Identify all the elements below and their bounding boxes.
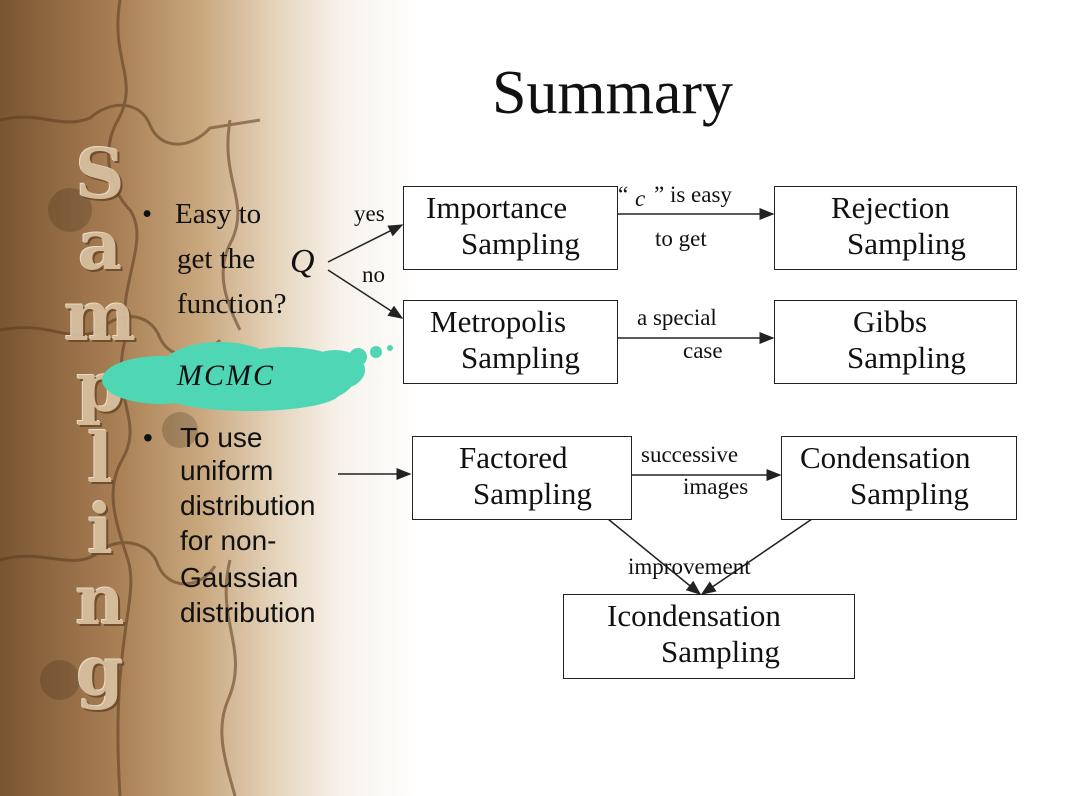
box-line1: Gibbs (853, 304, 928, 339)
box-line1: Factored (459, 440, 568, 475)
vword-letter: i (87, 490, 113, 570)
box-line1: Metropolis (430, 304, 567, 339)
edge-label-c-rest: ” is easy (654, 182, 732, 207)
vword-letter: g (76, 632, 124, 712)
box-line1: Rejection (831, 190, 950, 225)
bullet-dot: • (142, 198, 153, 230)
vword-letter: a (77, 206, 123, 286)
vword-letter: m (64, 277, 136, 357)
box-factored-sampling: Factored Sampling (412, 436, 632, 520)
box-metropolis-sampling: Metropolis Sampling (403, 300, 618, 384)
box-line2: Sampling (847, 340, 966, 375)
branch-label-yes: yes (354, 201, 385, 226)
bullet1-line1: Easy to (175, 198, 262, 230)
bullet1-line3: function? (177, 288, 287, 320)
edge-label-c-open: “ (618, 182, 629, 207)
box-icondensation-sampling: Icondensation Sampling (563, 594, 855, 679)
edge-label-c-symbol: c (635, 186, 646, 211)
q-symbol: Q (290, 243, 315, 280)
puzzle-background (0, 0, 261, 796)
box-line2: Sampling (847, 226, 966, 261)
box-line1: Icondensation (607, 598, 781, 633)
vword-letter: n (75, 561, 125, 641)
edge-label-to-get: to get (655, 226, 707, 251)
arrow-q-to-metropolis (327, 269, 404, 319)
box-gibbs-sampling: Gibbs Sampling (774, 300, 1017, 384)
mcmc-label: MCMC (177, 359, 275, 392)
box-importance-sampling: Importance Sampling (403, 186, 618, 270)
arrow-condensation-to-icondensation (700, 518, 813, 595)
bullet2-line: To use (180, 422, 263, 453)
bullet2-line: for non- (180, 525, 277, 556)
box-condensation-sampling: Condensation Sampling (781, 436, 1017, 520)
arrow-q-to-importance (327, 224, 404, 263)
edge-label-special-2: case (683, 338, 723, 363)
box-line1: Importance (426, 190, 568, 225)
page-title: Summary (491, 59, 734, 127)
box-line2: Sampling (473, 476, 592, 511)
box-rejection-sampling: Rejection Sampling (774, 186, 1017, 270)
box-line1: Condensation (800, 440, 971, 475)
edge-label-successive-1: successive (641, 442, 739, 467)
bullet2-line: distribution (180, 490, 316, 521)
sampling-vertical-word: S a m p l i n g (40, 140, 160, 708)
box-line2: Sampling (661, 634, 780, 669)
bullet1-line2: get the (177, 243, 256, 275)
bullet2-line: Gaussian (180, 562, 299, 593)
bullet2-line: distribution (180, 597, 316, 628)
box-line2: Sampling (850, 476, 969, 511)
mcmc-cloud (102, 342, 393, 411)
bullet2-line: uniform (180, 455, 274, 486)
box-line2: Sampling (461, 340, 580, 375)
bullet-dot: • (143, 422, 153, 453)
edge-label-improvement: improvement (628, 554, 751, 579)
arrow-factored-to-icondensation (607, 518, 702, 595)
edge-label-successive-2: images (683, 474, 749, 499)
edge-label-special-1: a special (637, 305, 717, 330)
box-line2: Sampling (461, 226, 580, 261)
branch-label-no: no (362, 262, 385, 287)
vword-letter: S (75, 135, 125, 215)
vword-letter: l (87, 419, 113, 499)
